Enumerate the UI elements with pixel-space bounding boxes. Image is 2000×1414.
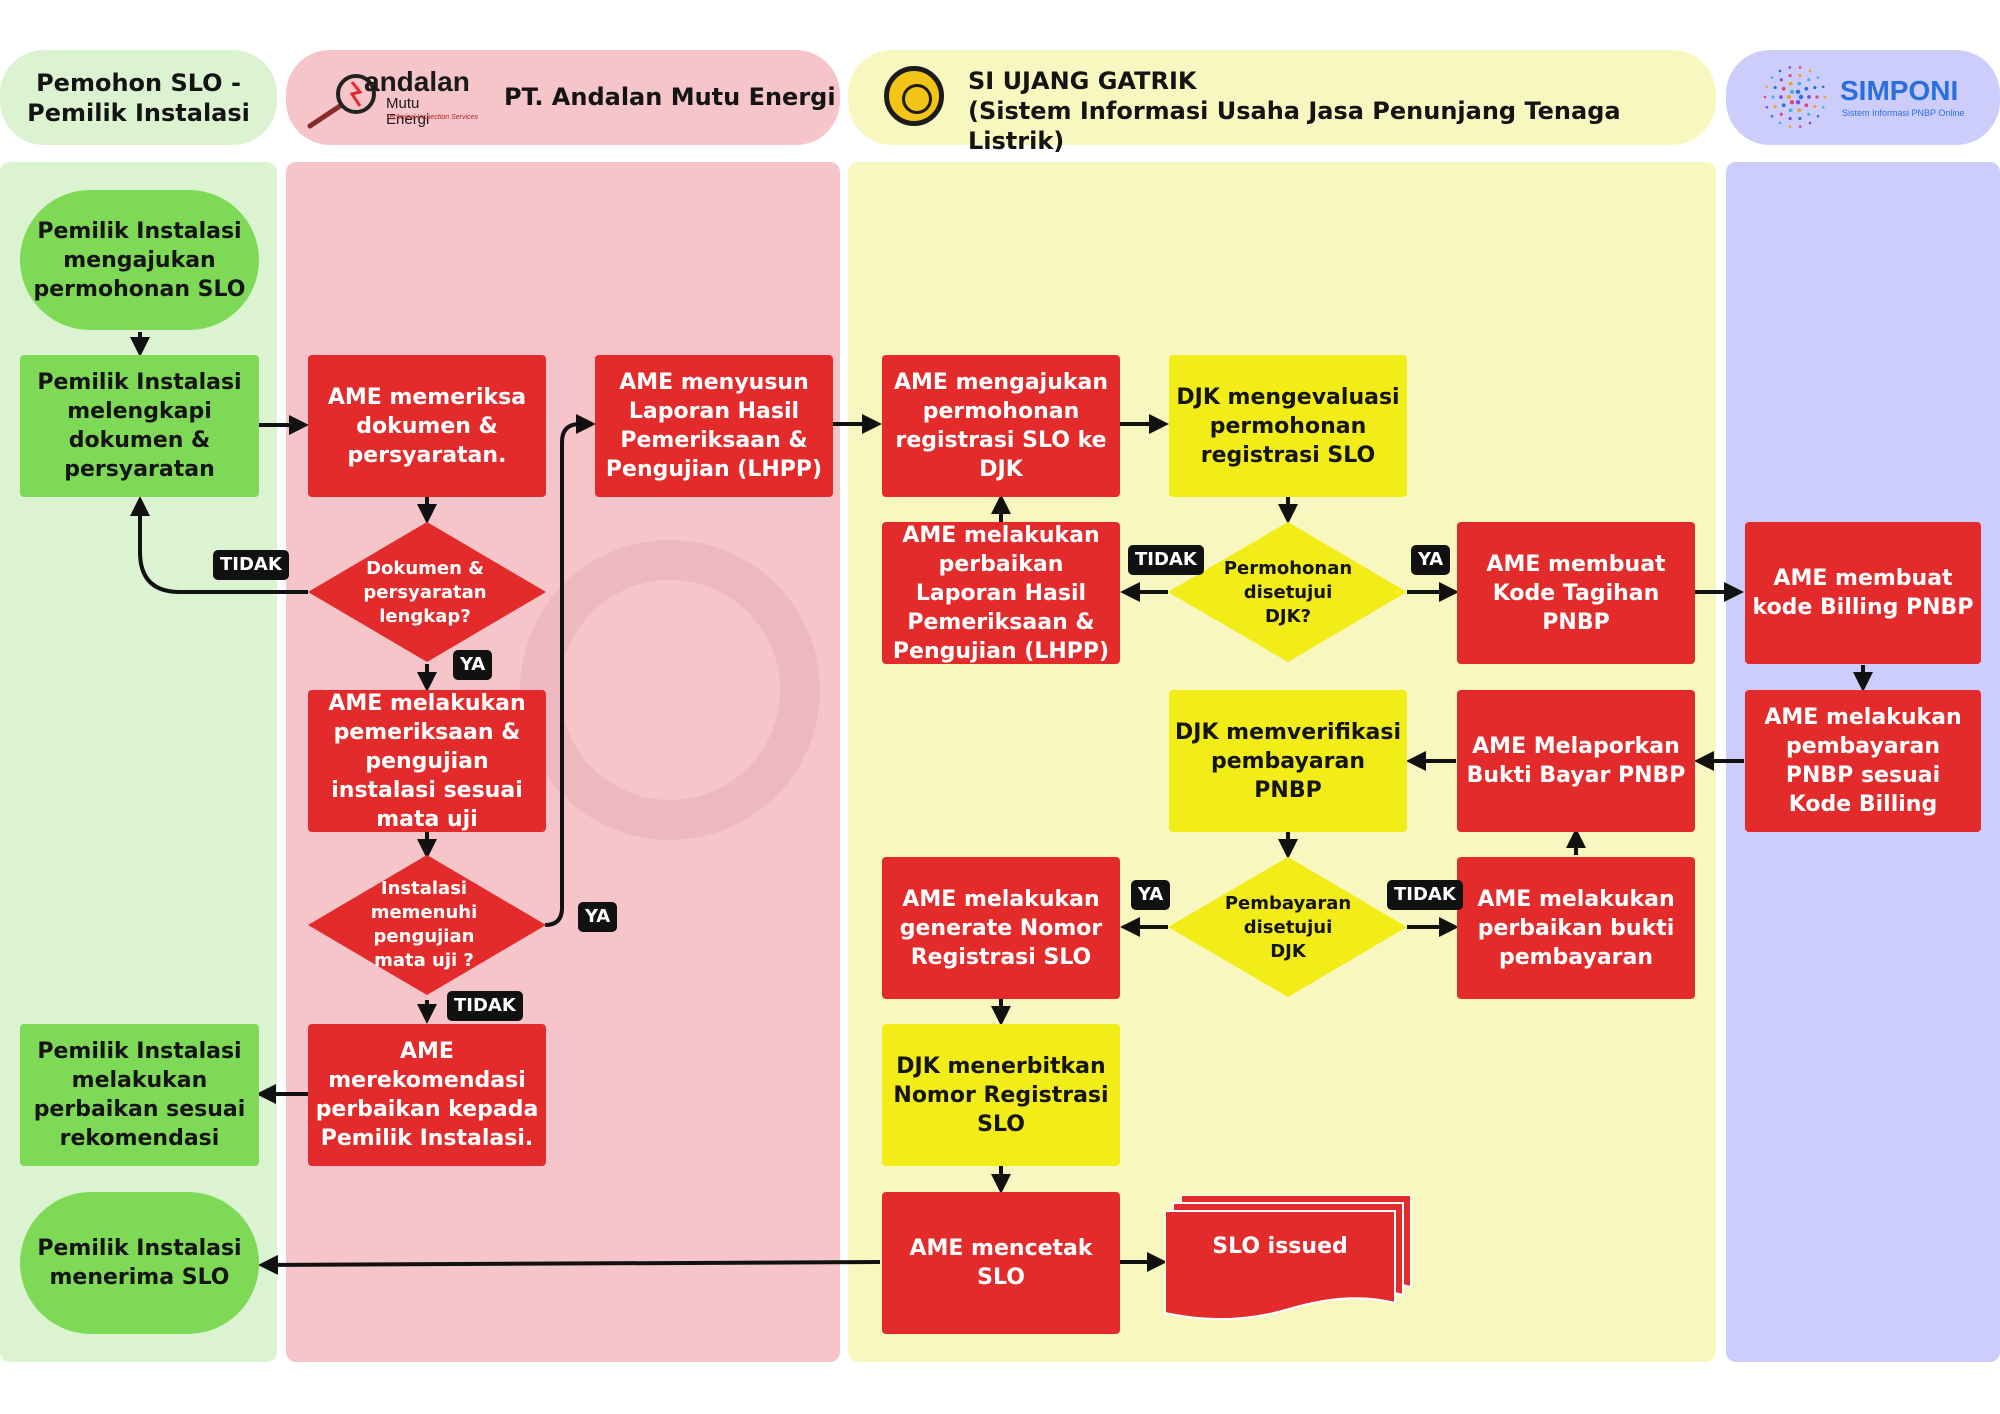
- node-perbaikan-pemilik: Pemilik Instalasi melakukan perbaikan se…: [20, 1024, 259, 1166]
- diamond-disetujui-text: Permohonan disetujui DJK?: [1223, 558, 1353, 627]
- simponi-title: SIMPONI: [1840, 75, 1959, 106]
- node-kode-billing: AME membuat kode Billing PNBP: [1745, 522, 1981, 664]
- node-kode-tagihan: AME membuat Kode Tagihan PNBP: [1457, 522, 1695, 664]
- node-ajukan-djk: AME mengajukan permohonan registrasi SLO…: [882, 355, 1120, 497]
- tag-tidak-disetujui: TIDAK: [1128, 545, 1204, 575]
- lane-title-andalan: PT. Andalan Mutu Energi: [504, 83, 836, 111]
- node-djk-verifikasi: DJK memverifikasi pembayaran PNBP: [1169, 690, 1407, 832]
- node-lengkapi: Pemilik Instalasi melengkapi dokumen & p…: [20, 355, 259, 497]
- lane-header-ujang: SI UJANG GATRIK (Sistem Informasi Usaha …: [848, 50, 1716, 155]
- simponi-dots-icon: [1763, 66, 1827, 128]
- esdm-emblem-icon: [884, 66, 944, 126]
- node-rekomendasi: AME merekomendasi perbaikan kepada Pemil…: [308, 1024, 546, 1166]
- tag-ya-memenuhi: YA: [578, 902, 618, 932]
- node-perbaikan-bukti: AME melakukan perbaikan bukti pembayaran: [1457, 857, 1695, 999]
- arrow-cetak-terima: [258, 1254, 881, 1275]
- ujang-subtitle: (Sistem Informasi Usaha Jasa Penunjang T…: [968, 97, 1621, 155]
- node-pembayaran: AME melakukan pembayaran PNBP sesuai Kod…: [1745, 690, 1981, 832]
- diamond-bayar-disetujui-text: Pembayaran disetujui DJK: [1224, 893, 1352, 962]
- node-pemeriksaan-pengujian: AME melakukan pemeriksaan & pengujian in…: [308, 690, 546, 832]
- lane-header-andalan: andalan Mutu Energi Technical Inspection…: [286, 50, 840, 145]
- tag-tidak-bayar: TIDAK: [1387, 880, 1463, 910]
- node-slo-issued: SLO issued: [1165, 1195, 1413, 1320]
- node-start: Pemilik Instalasi mengajukan permohonan …: [20, 190, 259, 330]
- node-djk-terbit: DJK menerbitkan Nomor Registrasi SLO: [882, 1024, 1120, 1166]
- andalan-magnifier-icon: [307, 74, 376, 129]
- tag-tidak-memenuhi: TIDAK: [447, 991, 523, 1021]
- tag-ya-disetujui: YA: [1411, 545, 1451, 575]
- node-djk-evaluasi: DJK mengevaluasi permohonan registrasi S…: [1169, 355, 1407, 497]
- tag-tidak-dokumen: TIDAK: [213, 550, 289, 580]
- andalan-brand-tag: Technical Inspection Services: [386, 114, 478, 121]
- lane-header-pemohon: Pemohon SLO - Pemilik Instalasi: [0, 50, 277, 145]
- andalan-brand-sub: Mutu Energi: [386, 95, 430, 128]
- slo-issued-label: SLO issued: [1212, 1234, 1348, 1259]
- node-periksa-dokumen: AME memeriksa dokumen & persyaratan.: [308, 355, 546, 497]
- andalan-brand: andalan: [364, 66, 470, 97]
- ujang-title: SI UJANG GATRIK: [968, 67, 1197, 95]
- diamond-dokumen-lengkap-text: Dokumen & persyaratan lengkap?: [363, 558, 487, 627]
- node-terima-slo: Pemilik Instalasi menerima SLO: [20, 1192, 259, 1334]
- lane-title-pemohon: Pemohon SLO - Pemilik Instalasi: [27, 68, 250, 127]
- node-perbaikan-lhpp: AME melakukan perbaikan Laporan Hasil Pe…: [882, 522, 1120, 664]
- andalan-logo: andalan Mutu Energi Technical Inspection…: [306, 62, 478, 132]
- tag-ya-bayar: YA: [1131, 880, 1171, 910]
- node-cetak-slo: AME mencetak SLO: [882, 1192, 1120, 1334]
- lane-title-ujang: SI UJANG GATRIK (Sistem Informasi Usaha …: [968, 66, 1716, 156]
- document-stack-icon: [1165, 1195, 1412, 1320]
- lane-header-simponi: SIMPONI Sistem Informasi PNBP Online: [1726, 50, 2000, 145]
- arrow-ya-lhpp: [544, 414, 596, 927]
- simponi-subtitle: Sistem Informasi PNBP Online: [1842, 108, 1965, 118]
- node-generate: AME melakukan generate Nomor Registrasi …: [882, 857, 1120, 999]
- node-lapor-bayar: AME Melaporkan Bukti Bayar PNBP: [1457, 690, 1695, 832]
- node-lhpp: AME menyusun Laporan Hasil Pemeriksaan &…: [595, 355, 833, 497]
- diamond-memenuhi-text: Instalasi memenuhi pengujian mata uji ?: [370, 878, 478, 971]
- tag-ya-dokumen: YA: [453, 650, 493, 680]
- arrow-tidak-lengkapi: [130, 496, 308, 594]
